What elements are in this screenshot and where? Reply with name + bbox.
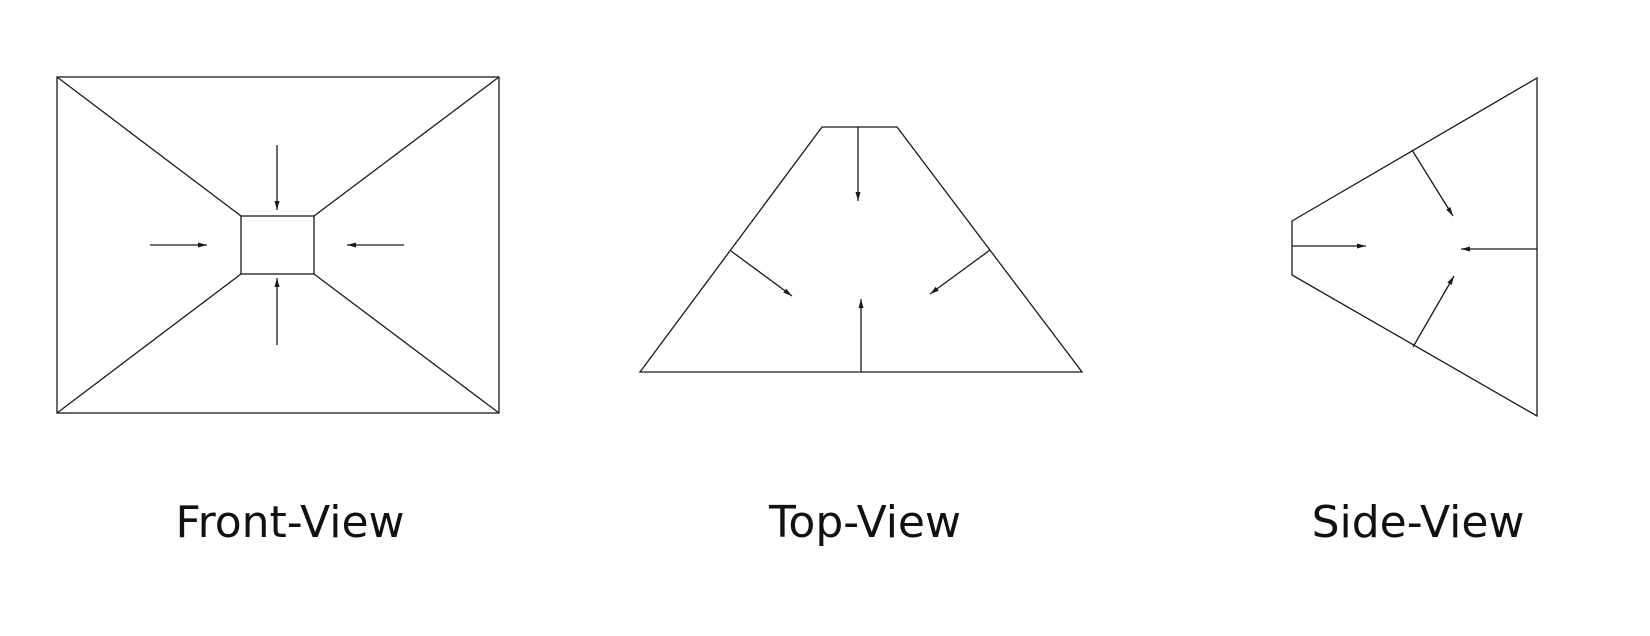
side-arrow-bottom-diagonal (1412, 275, 1455, 348)
front-outer-rectangle (56, 76, 500, 414)
front-view-label: Front-View (175, 497, 405, 548)
front-edge-bottom-right (313, 273, 500, 414)
top-trapezoid (638, 126, 1084, 373)
front-view (56, 76, 500, 414)
front-inner-rectangle (240, 215, 315, 275)
top-arrow-right-diagonal (929, 249, 991, 295)
side-quadrilateral (1291, 76, 1538, 418)
top-view (638, 126, 1084, 373)
top-arrow-left-diagonal (730, 250, 793, 297)
front-edge-bottom-left (56, 273, 242, 414)
side-view-label: Side-View (1311, 497, 1525, 548)
front-edge-top-right (313, 76, 500, 217)
front-edge-top-left (56, 76, 242, 217)
side-arrow-top-diagonal (1411, 149, 1454, 217)
top-view-label: Top-View (769, 497, 961, 548)
side-view (1291, 76, 1538, 418)
